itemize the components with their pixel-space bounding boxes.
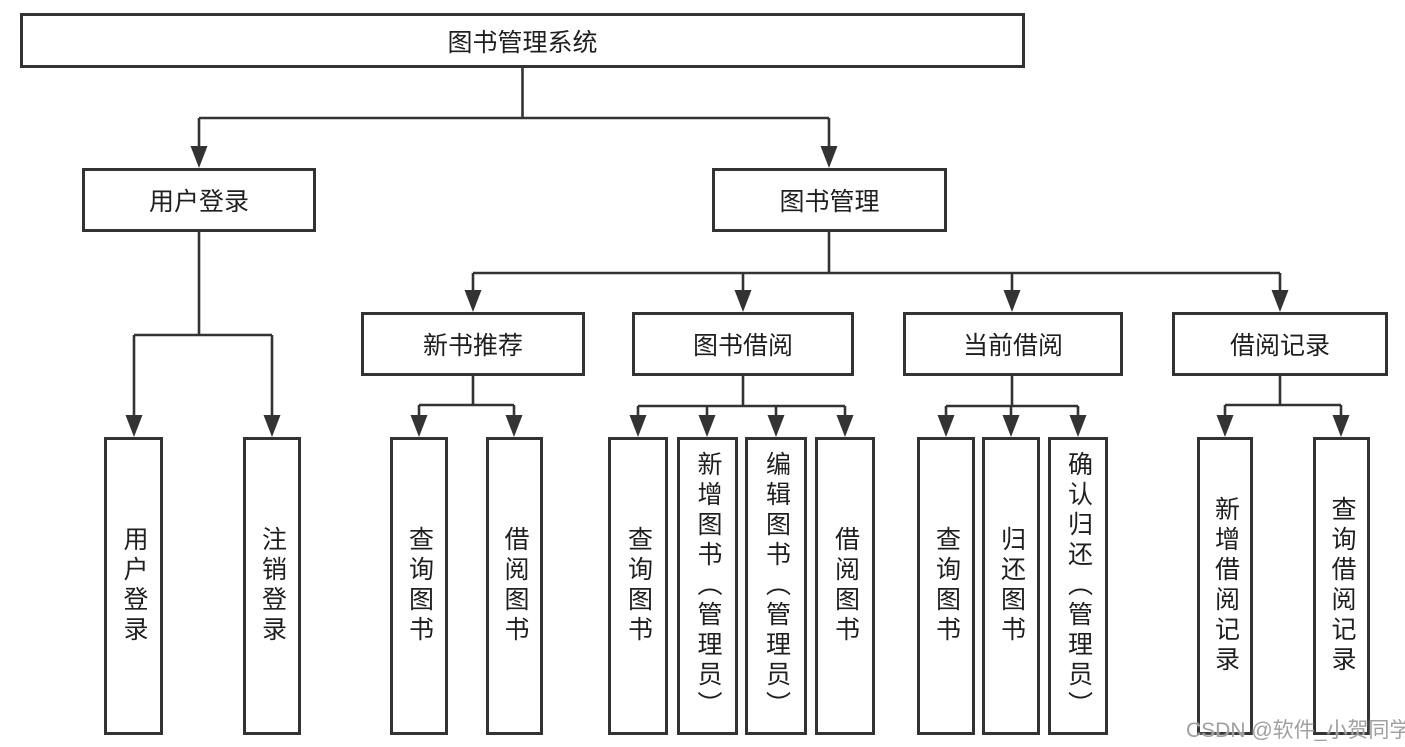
connector-bookmgmt-to-level3	[471, 232, 1282, 293]
leaf-new-books-0: 查询图书	[390, 437, 448, 735]
node-borrow-records-label: 借阅记录	[1229, 332, 1330, 360]
leaf-book-borrow-3-label: 借阅图书	[831, 526, 860, 646]
leaf-user-login-1-label: 注销登录	[258, 526, 287, 646]
leaf-new-books-0-label: 查询图书	[405, 526, 434, 646]
leaf-book-borrow-3: 借阅图书	[815, 437, 875, 735]
connector-userlogin-to-leaves	[132, 232, 274, 418]
leaf-user-login-1: 注销登录	[243, 437, 301, 735]
leaf-borrow-records-1-label: 查询借阅记录	[1328, 496, 1356, 676]
connector-root-to-level2	[197, 68, 831, 148]
leaf-book-borrow-1-label: 新增图书（管理员）	[694, 451, 722, 721]
leaf-new-books-1-label: 借阅图书	[501, 526, 529, 646]
node-book-management: 图书管理	[712, 168, 947, 232]
leaf-current-borrow-1: 归还图书	[982, 437, 1040, 735]
csdn-watermark: CSDN @软件_小贺同学	[1186, 719, 1405, 742]
connector-bookborrow-to-leaves	[636, 376, 847, 419]
node-user-login-label: 用户登录	[148, 188, 249, 216]
leaf-book-borrow-2-label: 编辑图书（管理员）	[762, 451, 791, 721]
node-new-book-recommend: 新书推荐	[361, 312, 585, 376]
leaf-user-login-0-label: 用户登录	[120, 526, 148, 646]
leaf-user-login-0: 用户登录	[104, 437, 163, 735]
leaf-new-books-1: 借阅图书	[486, 437, 543, 735]
leaf-current-borrow-0-label: 查询图书	[932, 526, 961, 646]
connector-currentborrow-to-leaves	[944, 376, 1080, 419]
node-book-borrow: 图书借阅	[632, 312, 854, 376]
arrowheads	[125, 146, 1350, 437]
leaf-borrow-records-0-label: 新增借阅记录	[1211, 496, 1240, 676]
node-book-borrow-label: 图书借阅	[692, 332, 793, 360]
leaf-current-borrow-1-label: 归还图书	[997, 526, 1026, 646]
leaf-book-borrow-2: 编辑图书（管理员）	[745, 437, 807, 735]
node-current-borrow: 当前借阅	[903, 312, 1123, 376]
node-borrow-records: 借阅记录	[1172, 312, 1388, 376]
leaf-book-borrow-0: 查询图书	[608, 437, 668, 735]
leaf-borrow-records-0: 新增借阅记录	[1197, 437, 1253, 735]
node-new-book-recommend-label: 新书推荐	[422, 332, 523, 360]
connector-newbooks-to-leaves	[417, 376, 516, 419]
leaf-book-borrow-1: 新增图书（管理员）	[677, 437, 738, 735]
leaf-current-borrow-0: 查询图书	[917, 437, 975, 735]
node-root: 图书管理系统	[20, 13, 1025, 68]
leaf-current-borrow-2-label: 确认归还（管理员）	[1064, 451, 1093, 721]
node-user-login: 用户登录	[82, 168, 316, 232]
leaf-current-borrow-2: 确认归还（管理员）	[1048, 437, 1108, 735]
leaf-book-borrow-0-label: 查询图书	[624, 526, 653, 646]
node-current-borrow-label: 当前借阅	[962, 332, 1063, 360]
leaf-borrow-records-1: 查询借阅记录	[1313, 437, 1370, 735]
node-book-management-label: 图书管理	[779, 188, 880, 216]
node-root-label: 图书管理系统	[447, 28, 598, 57]
connector-borrowrecords-to-leaves	[1223, 376, 1343, 419]
